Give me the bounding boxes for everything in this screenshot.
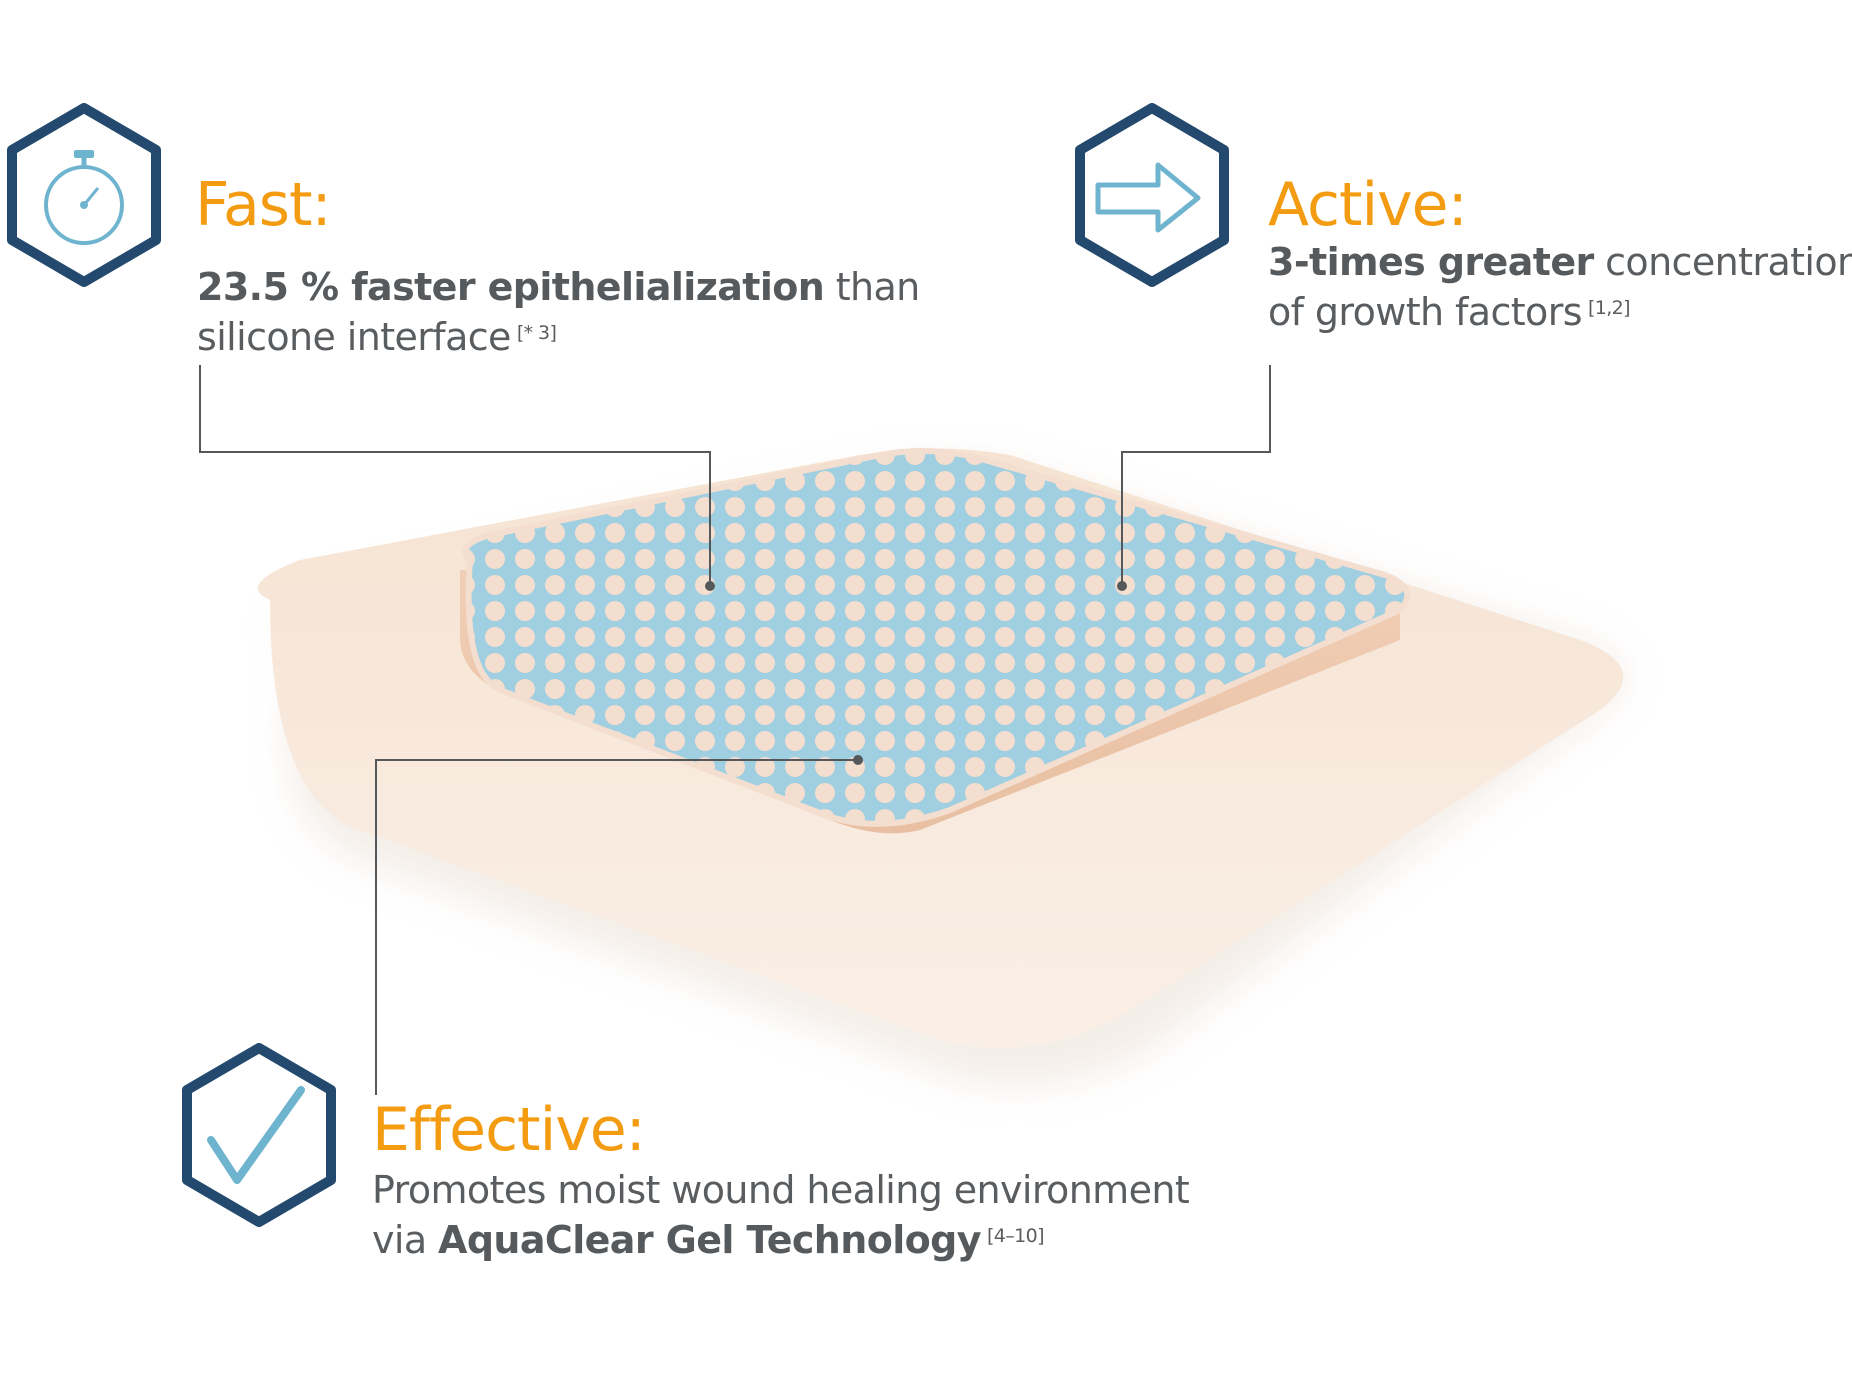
- fast-heading: Fast:: [195, 170, 332, 240]
- fast-reference: [* 3]: [516, 322, 557, 344]
- active-reference: [1,2]: [1587, 297, 1631, 319]
- effective-description: Promotes moist wound healing environment…: [372, 1165, 1190, 1265]
- active-highlight: 3-times greater: [1268, 240, 1594, 284]
- active-text: concentration: [1593, 240, 1852, 284]
- effective-line1: Promotes moist wound healing environment: [372, 1168, 1190, 1212]
- leader-dots: [705, 581, 1127, 765]
- effective-reference: [4–10]: [986, 1225, 1045, 1247]
- fast-text: than: [824, 265, 921, 309]
- active-line2: of growth factors: [1268, 290, 1583, 334]
- arrow-right-icon: [1075, 103, 1229, 287]
- stopwatch-icon: [7, 103, 161, 287]
- fast-description: 23.5 % faster epithelialization than sili…: [197, 262, 920, 362]
- leader-effective: [375, 759, 858, 1095]
- leader-lines: [199, 365, 1271, 1095]
- gel-mesh-layer: [462, 448, 1411, 827]
- leader-fast: [199, 365, 711, 585]
- effective-heading: Effective:: [372, 1095, 646, 1165]
- leader-active: [1121, 365, 1271, 585]
- fast-line2: silicone interface: [197, 315, 511, 359]
- fast-highlight: 23.5 % faster epithelialization: [197, 265, 825, 309]
- active-heading: Active:: [1268, 170, 1468, 240]
- checkmark-icon: [182, 1043, 336, 1227]
- effective-prefix: via: [372, 1218, 439, 1262]
- effective-highlight: AquaClear Gel Technology: [438, 1218, 982, 1262]
